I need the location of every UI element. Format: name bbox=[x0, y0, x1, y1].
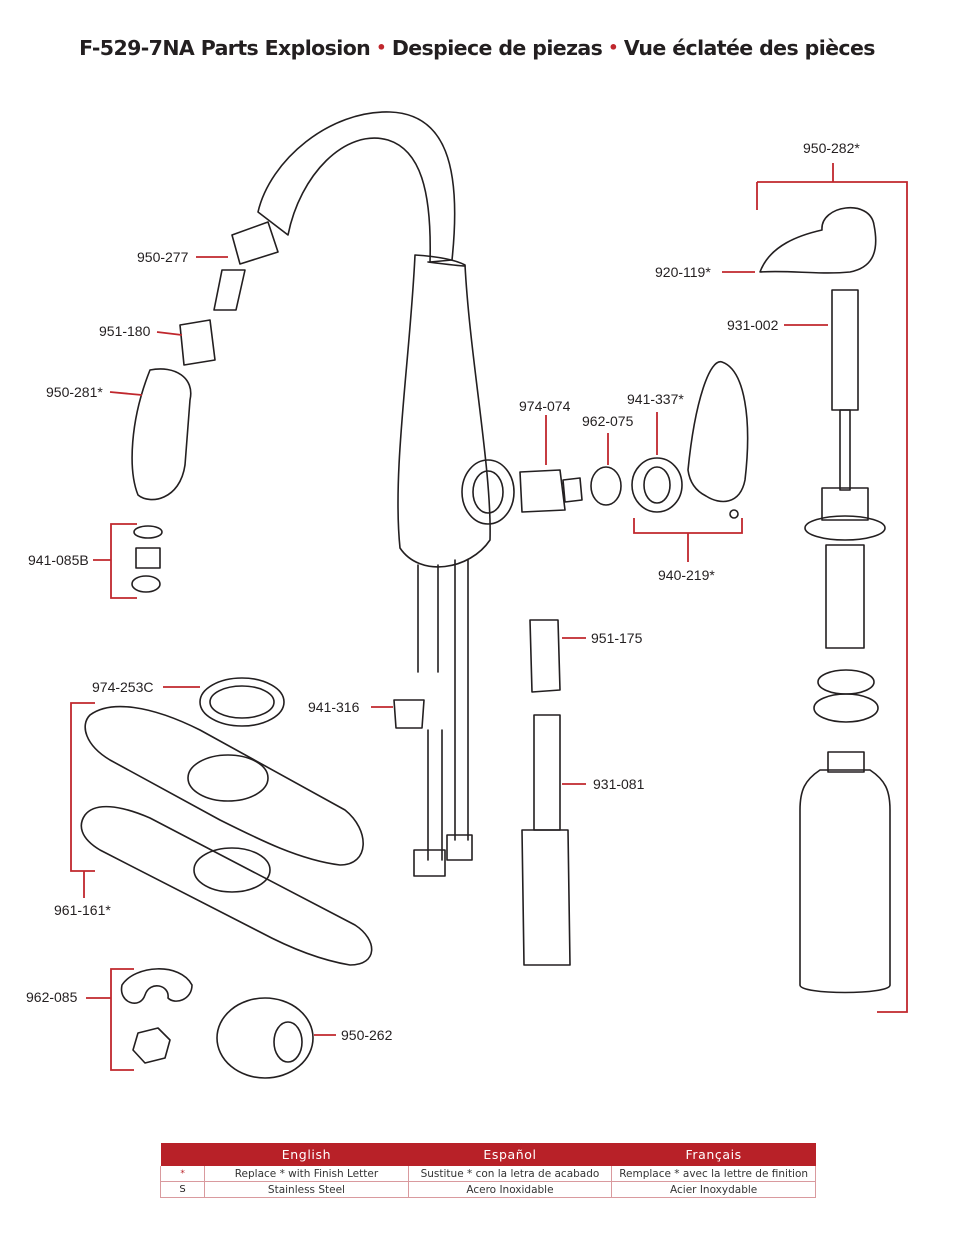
hose-connector bbox=[231, 221, 279, 265]
callout-974-074: 974-074 bbox=[519, 398, 571, 414]
leader-961-161 bbox=[70, 702, 95, 898]
title-english: F-529-7NA Parts Explosion bbox=[79, 36, 371, 60]
lever-handle bbox=[687, 361, 749, 503]
deck-plate-base bbox=[80, 805, 373, 966]
supply-nut-left bbox=[413, 849, 446, 877]
escutcheon-ring-inner bbox=[643, 466, 671, 504]
aerator-washer bbox=[133, 525, 163, 539]
callout-950-281: 950-281* bbox=[46, 384, 103, 400]
callout-961-161: 961-161* bbox=[54, 902, 111, 918]
parts-explosion-diagram: 950-282* 950-277 920-119* 931-002 951-18… bbox=[26, 111, 908, 1079]
legend-cell-french: Remplace * avec la lettre de finition bbox=[611, 1166, 816, 1182]
hose-guide bbox=[393, 699, 425, 729]
callout-951-175: 951-175 bbox=[591, 630, 643, 646]
pulldown-hose bbox=[417, 564, 439, 673]
title-separator: • bbox=[376, 38, 386, 57]
callout-931-002: 931-002 bbox=[727, 317, 779, 333]
legend-key: * bbox=[159, 1166, 206, 1182]
mounting-tube bbox=[533, 714, 561, 831]
legend-row: S Stainless Steel Acero Inoxidable Acier… bbox=[159, 1181, 816, 1198]
leader-951-180 bbox=[156, 331, 183, 336]
legend-key-header bbox=[160, 1143, 206, 1166]
aerator-insert bbox=[135, 547, 161, 569]
finish-legend-table: English Español Français * Replace * wit… bbox=[159, 1143, 816, 1198]
legend-row: * Replace * with Finish Letter Sustitue … bbox=[159, 1166, 816, 1182]
deck-plate-hole bbox=[187, 754, 269, 802]
callout-950-282: 950-282* bbox=[803, 140, 860, 156]
faucet-spout bbox=[257, 111, 456, 263]
hose-connector-rod bbox=[213, 269, 246, 311]
title-french: Vue éclatée des pièces bbox=[623, 36, 876, 60]
pump-flange bbox=[804, 515, 886, 541]
faucet-body-edge bbox=[427, 261, 466, 267]
gasket bbox=[199, 677, 285, 727]
callout-950-277: 950-277 bbox=[137, 249, 189, 265]
leader-941-085B bbox=[93, 523, 137, 599]
leader-962-085 bbox=[86, 968, 134, 1071]
title-spanish: Despiece de piezas bbox=[391, 36, 603, 60]
escutcheon-ring bbox=[631, 457, 683, 513]
callout-931-081: 931-081 bbox=[593, 776, 645, 792]
pump-nut bbox=[813, 693, 879, 723]
pump-shaft bbox=[831, 289, 859, 411]
callout-951-180: 951-180 bbox=[99, 323, 151, 339]
legend-header-english: English bbox=[204, 1143, 409, 1166]
supply-line-left bbox=[427, 729, 443, 861]
pump-washer bbox=[817, 669, 875, 695]
quick-connect bbox=[179, 319, 216, 366]
leader-950-281 bbox=[109, 391, 143, 396]
callout-920-119: 920-119* bbox=[655, 264, 711, 280]
set-screw bbox=[729, 509, 739, 519]
mounting-tube-base bbox=[521, 829, 571, 966]
faucet-cartridge-port-inner bbox=[472, 470, 504, 514]
callout-962-075: 962-075 bbox=[582, 413, 634, 429]
title-separator: • bbox=[608, 38, 618, 57]
spray-head bbox=[131, 368, 192, 501]
cap-plug-face bbox=[273, 1021, 303, 1063]
cartridge bbox=[519, 469, 566, 513]
legend-cell-english: Replace * with Finish Letter bbox=[204, 1166, 409, 1182]
soap-pump-top bbox=[759, 206, 877, 274]
cartridge-stem bbox=[562, 477, 583, 503]
callout-941-316: 941-316 bbox=[308, 699, 360, 715]
legend-key: S bbox=[159, 1181, 206, 1198]
callout-940-219: 940-219* bbox=[658, 567, 715, 583]
soap-bottle-neck bbox=[827, 751, 865, 773]
pump-spring bbox=[825, 544, 865, 649]
legend-cell-english: Stainless Steel bbox=[204, 1181, 409, 1198]
gasket-inner bbox=[209, 685, 275, 719]
callout-950-262: 950-262 bbox=[341, 1027, 393, 1043]
legend-cell-french: Acier Inoxydable bbox=[611, 1181, 816, 1198]
leader-950-282 bbox=[756, 163, 908, 1013]
deck-base-ring bbox=[193, 847, 271, 893]
callout-974-253C: 974-253C bbox=[92, 679, 154, 695]
callout-941-337: 941-337* bbox=[627, 391, 684, 407]
faucet-body bbox=[397, 254, 491, 568]
callout-941-085B: 941-085B bbox=[28, 552, 89, 568]
leader-940-219 bbox=[633, 518, 743, 562]
hex-nut bbox=[132, 1027, 171, 1064]
pump-housing bbox=[821, 487, 869, 521]
cap-plug bbox=[216, 997, 314, 1079]
pump-rod bbox=[839, 409, 851, 491]
supply-nut-right bbox=[446, 834, 473, 861]
shank bbox=[529, 619, 561, 693]
legend-cell-spanish: Acero Inoxidable bbox=[407, 1181, 613, 1198]
faucet-cartridge-port bbox=[461, 459, 515, 525]
soap-bottle bbox=[799, 769, 891, 994]
legend-header-spanish: Español bbox=[408, 1143, 613, 1166]
callout-962-085: 962-085 bbox=[26, 989, 78, 1005]
page-title: F-529-7NA Parts Explosion • Despiece de pi… bbox=[0, 36, 954, 60]
lock-washer bbox=[120, 968, 193, 1004]
legend-header-row: English Español Français bbox=[160, 1143, 816, 1166]
legend-cell-spanish: Sustitue * con la letra de acabado bbox=[407, 1166, 613, 1182]
deck-plate bbox=[84, 705, 364, 866]
supply-line-right bbox=[454, 559, 469, 841]
legend-header-french: Français bbox=[611, 1143, 816, 1166]
bonnet-nut bbox=[590, 466, 622, 506]
aerator-ring bbox=[131, 575, 161, 593]
